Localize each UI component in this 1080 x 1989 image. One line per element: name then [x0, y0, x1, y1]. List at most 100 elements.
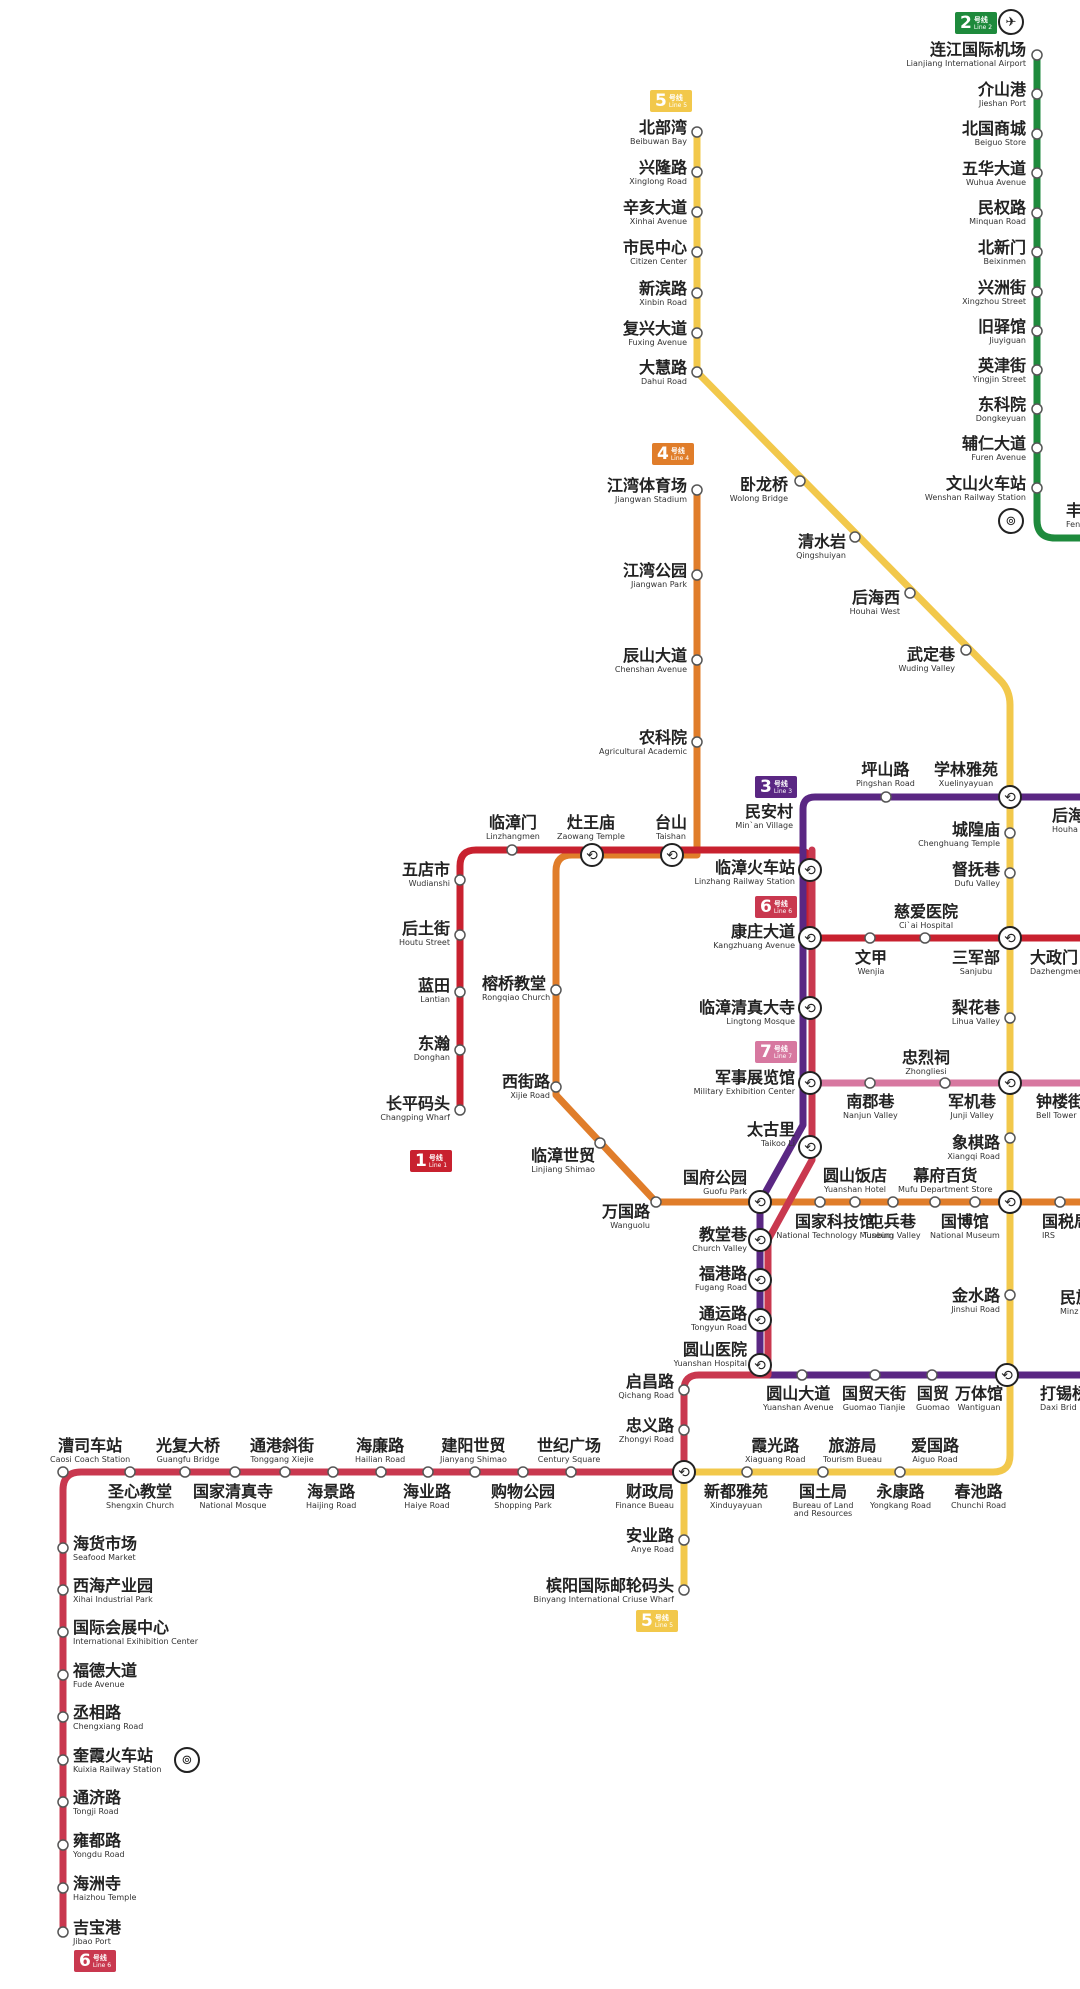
- interchange-icon: ⟲: [1004, 1076, 1016, 1092]
- line-2-track: [1033, 51, 1080, 542]
- station-markers: [57, 49, 1066, 1938]
- interchange-icon: ⟲: [804, 1076, 816, 1092]
- station-label: 打锡桥Daxi Brid: [1040, 1384, 1080, 1412]
- interchange-icon: ⟲: [804, 1140, 816, 1156]
- railway-station-icon: ⊚: [174, 1747, 200, 1773]
- interchange-icon: ⟲: [804, 863, 816, 879]
- station-label: 民族Minz: [1060, 1288, 1080, 1316]
- interchange-icon: ⟲: [1004, 931, 1016, 947]
- airplane-icon: ✈: [998, 9, 1024, 35]
- station-label: 国税局IRS: [1042, 1212, 1080, 1240]
- interchange-icon: ⟲: [754, 1273, 766, 1289]
- interchange-markers: ⟲⟲⟲⟲⟲⟲⟲⟲⟲⟲⟲⟲⟲⟲⟲⟲⟲⟲: [580, 785, 1022, 1484]
- interchange-icon: ⟲: [666, 848, 678, 864]
- interchange-icon: ⟲: [754, 1195, 766, 1211]
- interchange-icon: ⟲: [754, 1233, 766, 1249]
- interchange-icon: ⟲: [804, 931, 816, 947]
- interchange-icon: ⟲: [754, 1358, 766, 1374]
- railway-station-icon: ⊚: [998, 508, 1024, 534]
- line-3-track: [756, 793, 1080, 1379]
